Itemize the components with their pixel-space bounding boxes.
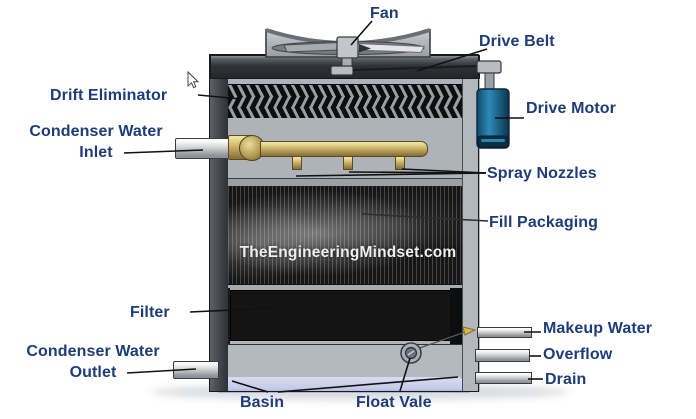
label-filter: Filter [130,304,170,321]
leader-basin-left [231,380,269,393]
drive-belt [352,65,480,71]
drift-eliminator-row [228,96,462,107]
label-spray-nozzles: Spray Nozzles [487,165,597,182]
label-drift-eliminator: Drift Eliminator [50,87,168,104]
label-condenser-water-outlet: Condenser Water Outlet [26,343,160,382]
fill-support-bottom [216,284,466,291]
spray-nozzle [292,156,302,170]
drift-eliminator-row [228,85,462,96]
label-fan: Fan [370,5,399,22]
fill-support-top [216,178,466,186]
leader-condenser-inlet [123,149,204,154]
tower-right-wall [462,79,480,392]
spray-nozzle [343,156,353,170]
label-makeup-water: Makeup Water [543,320,653,337]
label-fill-packaging: Fill Packaging [489,214,598,231]
spray-nozzle [395,156,405,170]
label-drive-motor: Drive Motor [526,100,616,117]
leader-condenser-outlet [126,368,197,374]
label-overflow: Overflow [543,346,613,363]
fill-packaging-media [216,186,466,284]
leader-lines [123,20,543,393]
drift-eliminator-row [228,107,462,118]
label-drive-belt: Drive Belt [479,33,555,50]
float-valve [400,326,477,364]
leader-filter [189,307,275,313]
label-basin: Basin [240,394,285,411]
watermark-text: TheEngineeringMindset.com [239,244,457,261]
leader-fill-packaging [361,213,489,222]
drive-motor [476,60,510,149]
leader-drive-belt [416,48,488,72]
leader-basin-right [277,376,459,393]
label-drain: Drain [545,371,587,388]
leader-float-vale [399,357,411,392]
drift-eliminator [228,84,462,118]
leader-drift-eliminator [197,94,242,100]
filter-media [230,290,452,341]
drain-pipe [475,372,532,384]
label-condenser-water-inlet: Condenser Water Inlet [29,123,163,162]
mouse-pointer-icon [187,70,200,89]
leader-spray-nozzle-3 [401,168,487,174]
basin [216,344,466,379]
leader-fan [350,20,373,46]
leader-spray-nozzle-2 [348,171,487,174]
label-float-vale: Float Vale [356,394,432,411]
